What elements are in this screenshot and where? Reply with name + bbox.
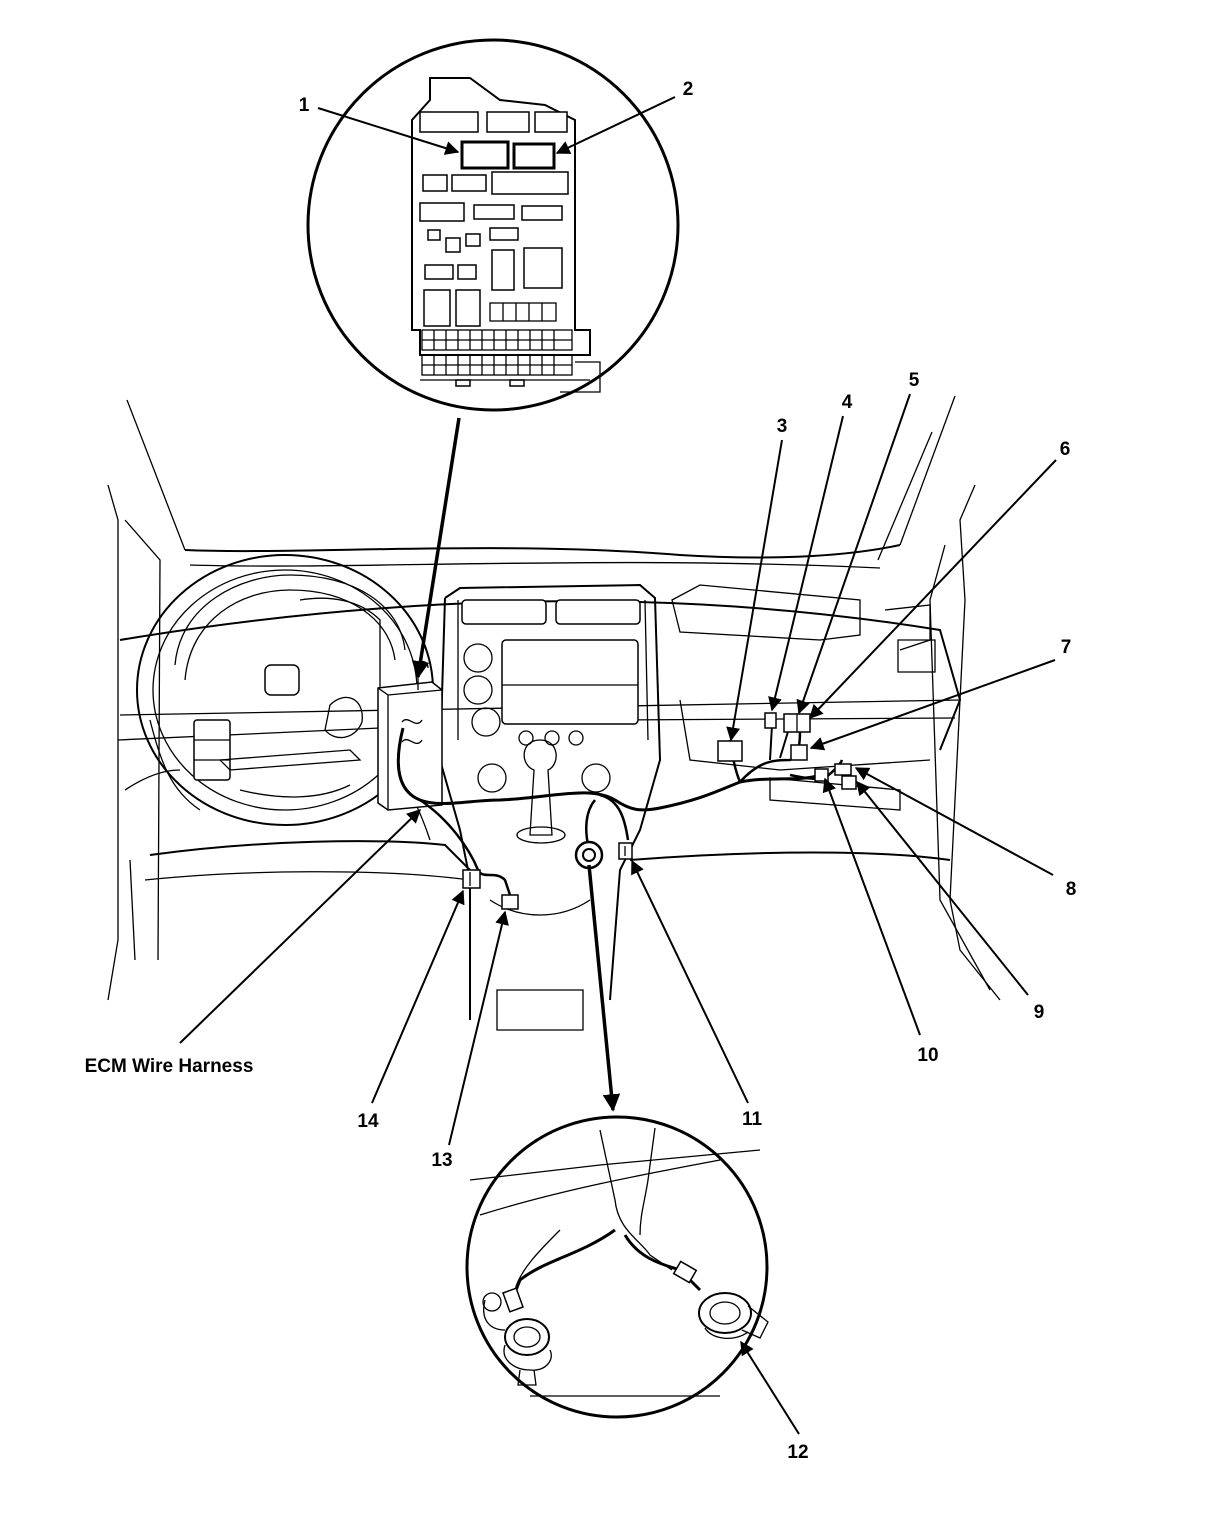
- callout-1: 1: [299, 95, 310, 116]
- callout-13: 13: [431, 1150, 452, 1171]
- connector-3: [717, 740, 743, 762]
- callout-2: 2: [683, 79, 694, 100]
- callout-9: 9: [1034, 1002, 1045, 1023]
- sensor-inset: [465, 1115, 769, 1419]
- connector-14: [462, 869, 481, 889]
- callout-7: 7: [1061, 637, 1072, 658]
- callout-14: 14: [357, 1111, 379, 1132]
- connector-5: [783, 713, 811, 733]
- callout-8: 8: [1066, 879, 1077, 900]
- callout-3: 3: [777, 416, 788, 437]
- leader-lines: [179, 96, 1057, 1435]
- callout-11: 11: [742, 1109, 763, 1130]
- ecm-unit: [377, 660, 443, 811]
- callout-6: 6: [1060, 439, 1071, 460]
- connector-13: [501, 894, 519, 910]
- callout-12: 12: [787, 1442, 808, 1463]
- connector-8: [834, 763, 852, 776]
- callout-4: 4: [842, 392, 853, 413]
- dashboard-outline: [107, 395, 1001, 1031]
- ecm-wire-harness-label: ECM Wire Harness: [85, 1056, 254, 1077]
- connector-12-grommet: [574, 840, 604, 870]
- connector-11: [618, 842, 633, 860]
- steering-wheel: [136, 554, 434, 841]
- fuse-box-inset: [306, 38, 680, 412]
- callout-labels: 1 2 3 4 5 6 7 8 9 10 11 12 13 14 ECM Wir…: [85, 79, 1077, 1463]
- connector-4: [764, 712, 777, 729]
- callout-5: 5: [909, 370, 920, 391]
- callout-10: 10: [917, 1045, 938, 1066]
- connector-9: [841, 775, 857, 790]
- connector-7: [790, 744, 808, 761]
